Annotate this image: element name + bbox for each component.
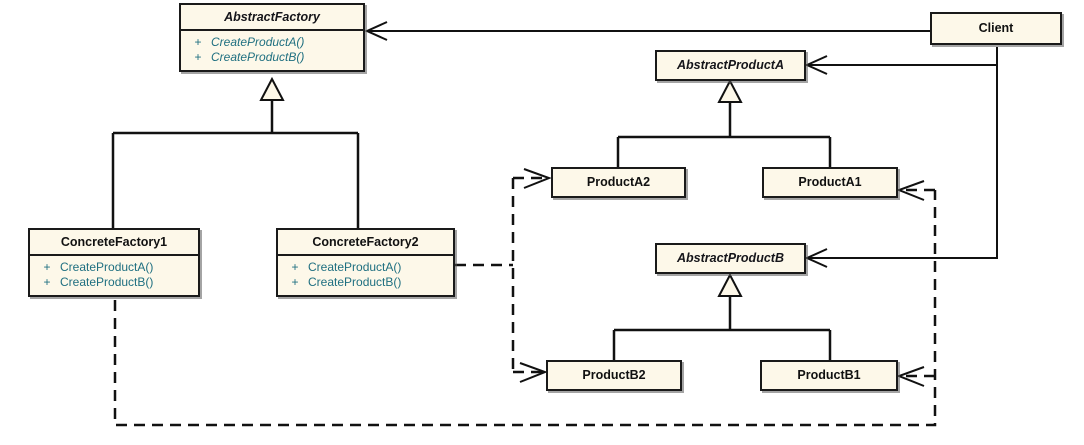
class-name-abstract-factory: AbstractFactory <box>224 10 320 24</box>
class-members-concrete-factory-1: + CreateProductA() + CreateProductB() <box>30 254 198 295</box>
class-box-product-b2[interactable]: ProductB2 <box>546 360 682 391</box>
class-box-abstract-product-a[interactable]: AbstractProductA <box>655 50 806 81</box>
class-name-client: Client <box>978 21 1014 35</box>
assoc-client-abstractfactory <box>364 21 930 41</box>
member-signature: CreateProductA() <box>308 260 402 274</box>
member-row: + CreateProductA() <box>34 260 194 275</box>
generalization-productb-abstractproductb <box>612 272 832 360</box>
visibility-marker: + <box>194 50 202 64</box>
member-row: + CreateProductB() <box>185 50 359 65</box>
class-box-client[interactable]: Client <box>930 12 1062 45</box>
generalization-concretefactories-abstractfactory <box>111 76 360 228</box>
visibility-marker: + <box>291 275 299 289</box>
member-row: + CreateProductA() <box>282 260 449 275</box>
class-name-concrete-factory-2: ConcreteFactory2 <box>312 235 419 249</box>
class-box-abstract-product-b[interactable]: AbstractProductB <box>655 243 806 274</box>
visibility-marker: + <box>291 260 299 274</box>
generalization-producta-abstractproducta <box>616 78 832 167</box>
member-row: + CreateProductA() <box>185 35 359 50</box>
class-members-concrete-factory-2: + CreateProductA() + CreateProductB() <box>278 254 453 295</box>
class-name-product-b1: ProductB1 <box>797 368 861 382</box>
member-signature: CreateProductB() <box>60 275 154 289</box>
class-name-product-a2: ProductA2 <box>586 175 651 189</box>
class-name-abstract-product-a: AbstractProductA <box>677 58 784 72</box>
class-members-abstract-factory: + CreateProductA() + CreateProductB() <box>181 29 363 70</box>
class-box-concrete-factory-1[interactable]: ConcreteFactory1 + CreateProductA() + Cr… <box>28 228 200 297</box>
class-name-concrete-factory-1: ConcreteFactory1 <box>60 235 168 249</box>
member-row: + CreateProductB() <box>34 275 194 290</box>
assoc-client-abstractproductb <box>804 65 998 268</box>
class-box-product-a2[interactable]: ProductA2 <box>551 167 686 198</box>
dependency-concretefactory2-products <box>455 168 552 383</box>
member-signature: CreateProductB() <box>211 50 305 64</box>
visibility-marker: + <box>43 260 51 274</box>
member-row: + CreateProductB() <box>282 275 449 290</box>
class-box-abstract-factory[interactable]: AbstractFactory + CreateProductA() + Cre… <box>179 3 365 72</box>
class-box-product-a1[interactable]: ProductA1 <box>762 167 898 198</box>
visibility-marker: + <box>43 275 51 289</box>
member-signature: CreateProductB() <box>308 275 402 289</box>
class-name-product-b2: ProductB2 <box>582 368 646 382</box>
class-box-product-b1[interactable]: ProductB1 <box>760 360 898 391</box>
class-box-concrete-factory-2[interactable]: ConcreteFactory2 + CreateProductA() + Cr… <box>276 228 455 297</box>
visibility-marker: + <box>194 35 202 49</box>
class-name-abstract-product-b: AbstractProductB <box>677 251 784 265</box>
member-signature: CreateProductA() <box>211 35 305 49</box>
member-signature: CreateProductA() <box>60 260 154 274</box>
assoc-client-abstractproducta <box>804 47 998 75</box>
class-name-product-a1: ProductA1 <box>798 175 862 189</box>
